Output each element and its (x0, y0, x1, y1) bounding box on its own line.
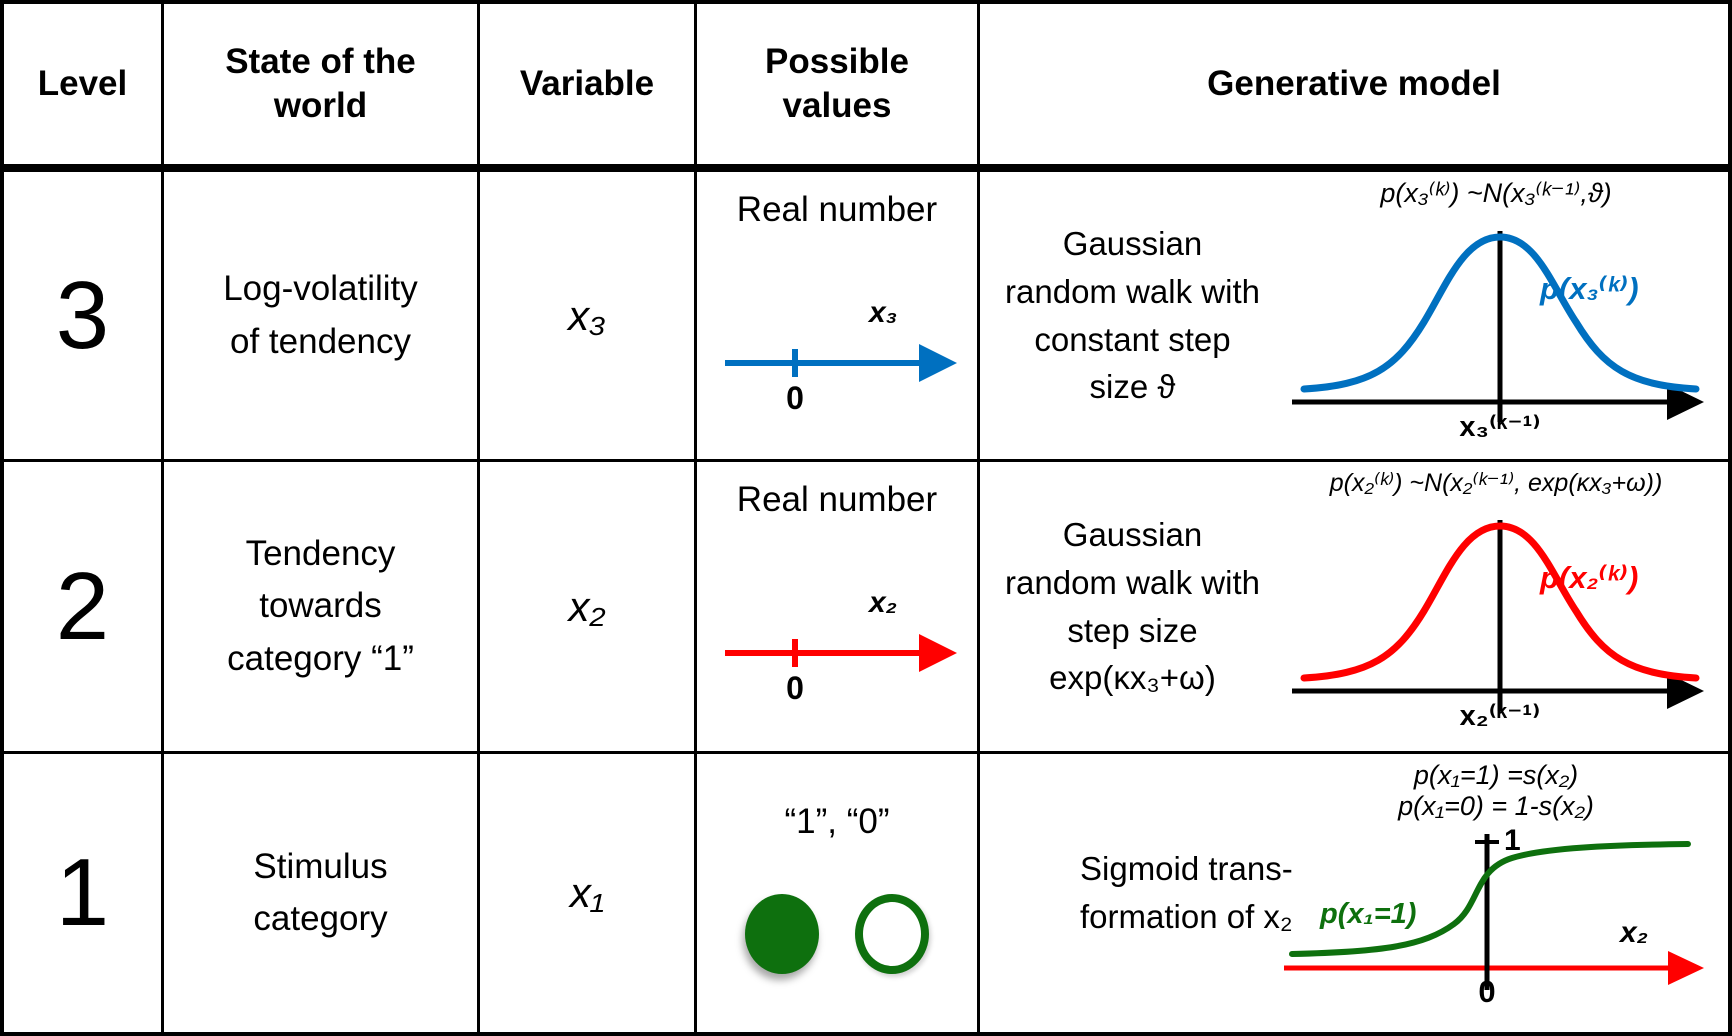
cell-state-3: Log-volatility of tendency (164, 172, 480, 462)
axis-variable-label-x2: x₂ (869, 586, 898, 619)
table-grid: Level State of the world Variable Possib… (4, 4, 1728, 1032)
state-1-text: Stimulus category (253, 846, 388, 939)
x-axis-arrowhead-icon (1668, 951, 1704, 985)
x-axis-arrowhead-icon (1667, 673, 1704, 709)
axis-variable-label-x3: x₃ (869, 296, 898, 329)
state-3-text: Log-volatility of tendency (223, 269, 418, 361)
filled-circle-icon (745, 894, 819, 974)
cell-generative-model-2: Gaussian random walk with step size exp(… (980, 462, 1728, 754)
formula-x3: p(x₃⁽ᵏ⁾) ~N(x₃⁽ᵏ⁻¹⁾,ϑ) (1380, 178, 1612, 208)
variable-x1: x₁ (569, 869, 605, 916)
cell-generative-model-1: Sigmoid trans- formation of x₂ p(x₁=1) =… (980, 754, 1728, 1032)
x-axis-label-x3: x₃⁽ᵏ⁻¹⁾ (1459, 411, 1541, 443)
sigmoid-curve-x1-icon (1284, 834, 1704, 990)
x-axis-label-x2: x₂⁽ᵏ⁻¹⁾ (1459, 700, 1541, 732)
header-state-label: State of the world (225, 42, 416, 125)
generative-description-1: Sigmoid trans- formation of x₂ (980, 754, 1360, 1032)
variable-x3: x₃ (568, 291, 606, 339)
gaussian-curve (1300, 522, 1700, 682)
sigmoid-plot-x1-canvas: 1 p(x₁=1) x₂ 0 (1272, 822, 1720, 1015)
header-generative-model-label: Generative model (1207, 64, 1501, 104)
desc-line: size ϑ (1089, 368, 1176, 406)
generative-description-3: Gaussian random walk with constant step … (980, 172, 1285, 459)
header-generative-model: Generative model (980, 4, 1728, 172)
cell-possible-values-2: Real number x₂ 0 (697, 462, 980, 754)
header-level-label: Level (37, 64, 128, 104)
cell-variable-1: x₁ (480, 754, 697, 1032)
possible-values-1-text: “1”, “0” (784, 802, 890, 841)
formula-x1-eq2: p(x₁=0) = 1-s(x₂) (1398, 791, 1594, 821)
possible-values-3-text: Real number (736, 190, 938, 229)
desc-line: random walk with (1005, 563, 1260, 601)
formula-x2: p(x₂⁽ᵏ⁾) ~N(x₂⁽ᵏ⁻¹⁾, exp(κx₃+ω)) (1329, 469, 1663, 497)
desc-line: Sigmoid trans- (1080, 850, 1293, 888)
x-axis-label-x1: x₂ (1620, 916, 1649, 949)
open-circle-icon (855, 894, 929, 974)
cell-state-1: Stimulus category (164, 754, 480, 1032)
header-state-of-world: State of the world (164, 4, 480, 172)
desc-line: random walk with (1005, 272, 1260, 310)
desc-line: exp(κx₃+ω) (1049, 659, 1216, 697)
desc-line: Gaussian (1062, 515, 1203, 553)
curve-label-x1: p(x₁=1) (1320, 898, 1417, 930)
axis-origin-label: 0 (786, 380, 804, 416)
number-line-x2-axis-icon (725, 634, 957, 672)
gaussian-plot-x3-canvas: p(x₃⁽ᵏ⁾) x₃⁽ᵏ⁻¹⁾ (1272, 209, 1720, 452)
header-possible-values: Possible values (697, 4, 980, 172)
number-line-x2: x₂ 0 (721, 580, 961, 730)
desc-line: step size (1067, 611, 1198, 649)
cell-level-1: 1 (4, 754, 164, 1032)
cell-variable-3: x₃ (480, 172, 697, 462)
cell-level-2: 2 (4, 462, 164, 754)
curve-label-x2: p(x₂⁽ᵏ⁾) (1540, 560, 1639, 595)
header-level: Level (4, 4, 164, 172)
x-axis-arrowhead-icon (1667, 384, 1704, 420)
formula-x1-eq1: p(x₁=1) =s(x₂) (1413, 760, 1579, 790)
level-3-number: 3 (55, 261, 110, 369)
number-line-x3-axis-icon (725, 344, 957, 382)
arrowhead-icon (919, 634, 957, 672)
level-2-number: 2 (55, 552, 110, 660)
desc-line: formation of x₂ (1080, 898, 1293, 935)
possible-values-2-text: Real number (736, 480, 938, 519)
generative-description-2: Gaussian random walk with step size exp(… (980, 462, 1285, 751)
cell-level-3: 3 (4, 172, 164, 462)
curve-label-x3: p(x₃⁽ᵏ⁾) (1540, 271, 1639, 306)
gaussian-plot-x2: p(x₂⁽ᵏ⁾) ~N(x₂⁽ᵏ⁻¹⁾, exp(κx₃+ω)) p(x₂⁽ᵏ⁾… (1272, 468, 1720, 744)
cell-possible-values-1: “1”, “0” (697, 754, 980, 1032)
header-variable-label: Variable (519, 64, 655, 104)
origin-label: 0 (1478, 974, 1496, 1009)
state-2-text: Tendency towards category “1” (227, 533, 414, 678)
stimulus-circles (697, 894, 977, 974)
arrowhead-icon (919, 344, 957, 382)
cell-generative-model-3: Gaussian random walk with constant step … (980, 172, 1728, 462)
cell-variable-2: x₂ (480, 462, 697, 754)
top-value-label: 1 (1504, 824, 1521, 857)
desc-line: Gaussian (1062, 224, 1203, 262)
gaussian-plot-x2-canvas: p(x₂⁽ᵏ⁾) x₂⁽ᵏ⁻¹⁾ (1272, 498, 1720, 741)
gaussian-plot-x3: p(x₃⁽ᵏ⁾) ~N(x₃⁽ᵏ⁻¹⁾,ϑ) p(x₃⁽ᵏ⁾) x₃⁽ᵏ⁻¹⁾ (1272, 178, 1720, 454)
sigmoid-curve (1289, 841, 1691, 957)
cell-possible-values-3: Real number x₃ 0 (697, 172, 980, 462)
desc-line: constant step (1034, 320, 1231, 358)
variable-x2: x₂ (568, 582, 606, 630)
level-1-number: 1 (55, 839, 110, 946)
number-line-x3: x₃ 0 (721, 290, 961, 440)
sigmoid-plot-x1: p(x₁=1) =s(x₂) p(x₁=0) = 1-s(x₂) 1 p(x₁=… (1272, 760, 1720, 1032)
cell-state-2: Tendency towards category “1” (164, 462, 480, 754)
axis-origin-label: 0 (786, 670, 804, 706)
header-variable: Variable (480, 4, 697, 172)
header-possible-values-label: Possible values (765, 42, 909, 125)
gaussian-curve (1300, 233, 1700, 393)
gaussian-curve-x3-icon (1292, 231, 1704, 422)
gaussian-curve-x2-icon (1292, 520, 1704, 711)
